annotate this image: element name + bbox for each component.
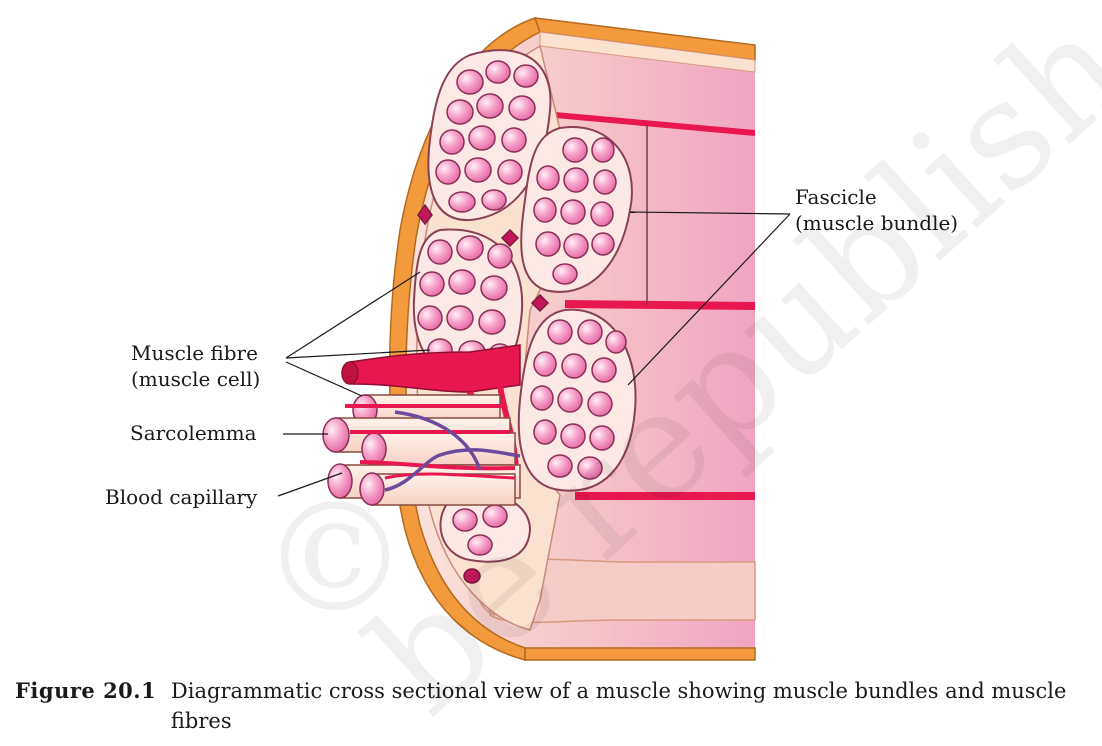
fascicle-label-line2: (muscle bundle) (795, 211, 959, 235)
muscle-fibre-label-line2: (muscle cell) (131, 367, 261, 391)
fibre-cylinder (359, 472, 516, 506)
exposed-fibres (322, 394, 521, 506)
figure-number: Figure 20.1 (15, 678, 157, 703)
muscle-fibre-label-line1: Muscle fibre (131, 341, 258, 365)
interfascicular-vessels (417, 203, 550, 584)
fascicle-label-line1: Fascicle (795, 185, 877, 209)
sarcolemma-label: Sarcolemma (130, 421, 257, 445)
leader-lines (277, 211, 791, 497)
figure-caption-text: Diagrammatic cross sectional view of a m… (170, 679, 1067, 733)
muscle-fibre-label: Muscle fibre (muscle cell) (131, 340, 260, 392)
fibre-cylinder (361, 432, 516, 466)
figure-caption: Figure 20.1 Diagrammatic cross sectional… (15, 676, 1095, 736)
blood-capillary-label: Blood capillary (105, 485, 258, 509)
fascicle-label: Fascicle (muscle bundle) (795, 184, 958, 236)
